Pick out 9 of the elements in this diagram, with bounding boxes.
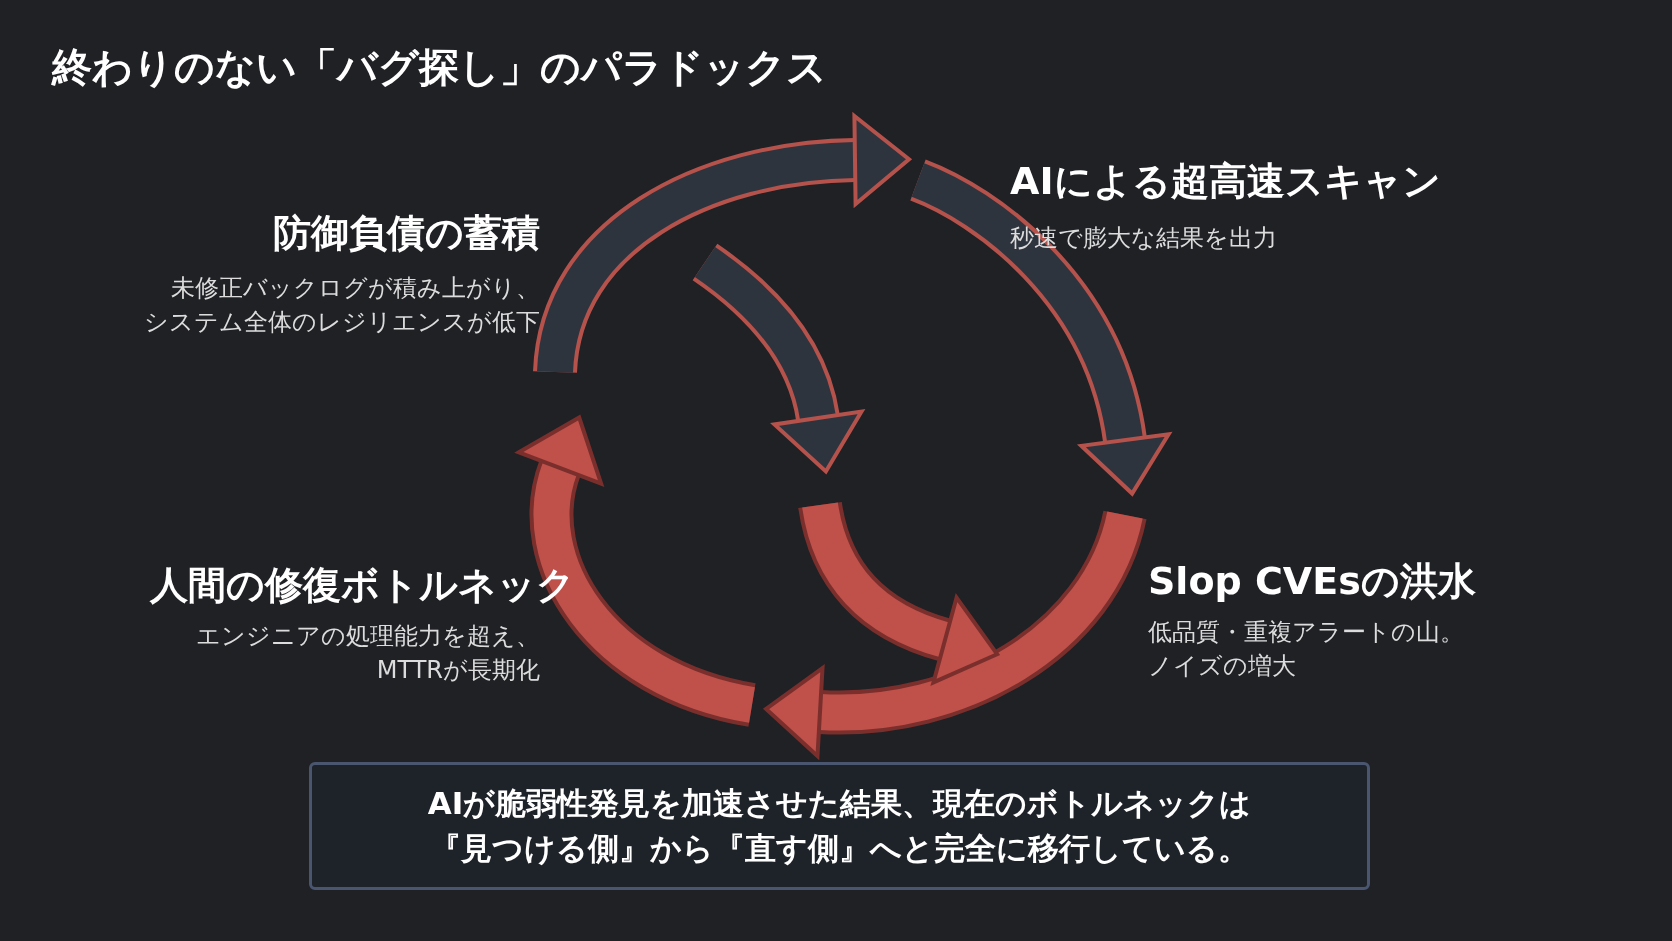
heading: 防御負債の蓄積 <box>272 210 540 257</box>
title: 終わりのない「バグ探し」のパラドックス <box>52 43 827 92</box>
heading: Slop CVEsの洪水 <box>1148 558 1477 605</box>
heading: AIによる超高速スキャン <box>1010 158 1442 205</box>
description: 低品質・重複アラートの山。ノイズの増大 <box>1148 617 1465 682</box>
description: 未修正バックログが積み上がり、システム全体のレジリエンスが低下 <box>143 273 540 338</box>
summary-box <box>309 762 1370 890</box>
summary-text: AIが脆弱性発見を加速させた結果、現在のボトルネックは『見つける側』から『直す側』へと完全に移行している。 <box>426 784 1253 868</box>
description: エンジニアの処理能力を超え、MTTRが長期化 <box>195 621 540 686</box>
